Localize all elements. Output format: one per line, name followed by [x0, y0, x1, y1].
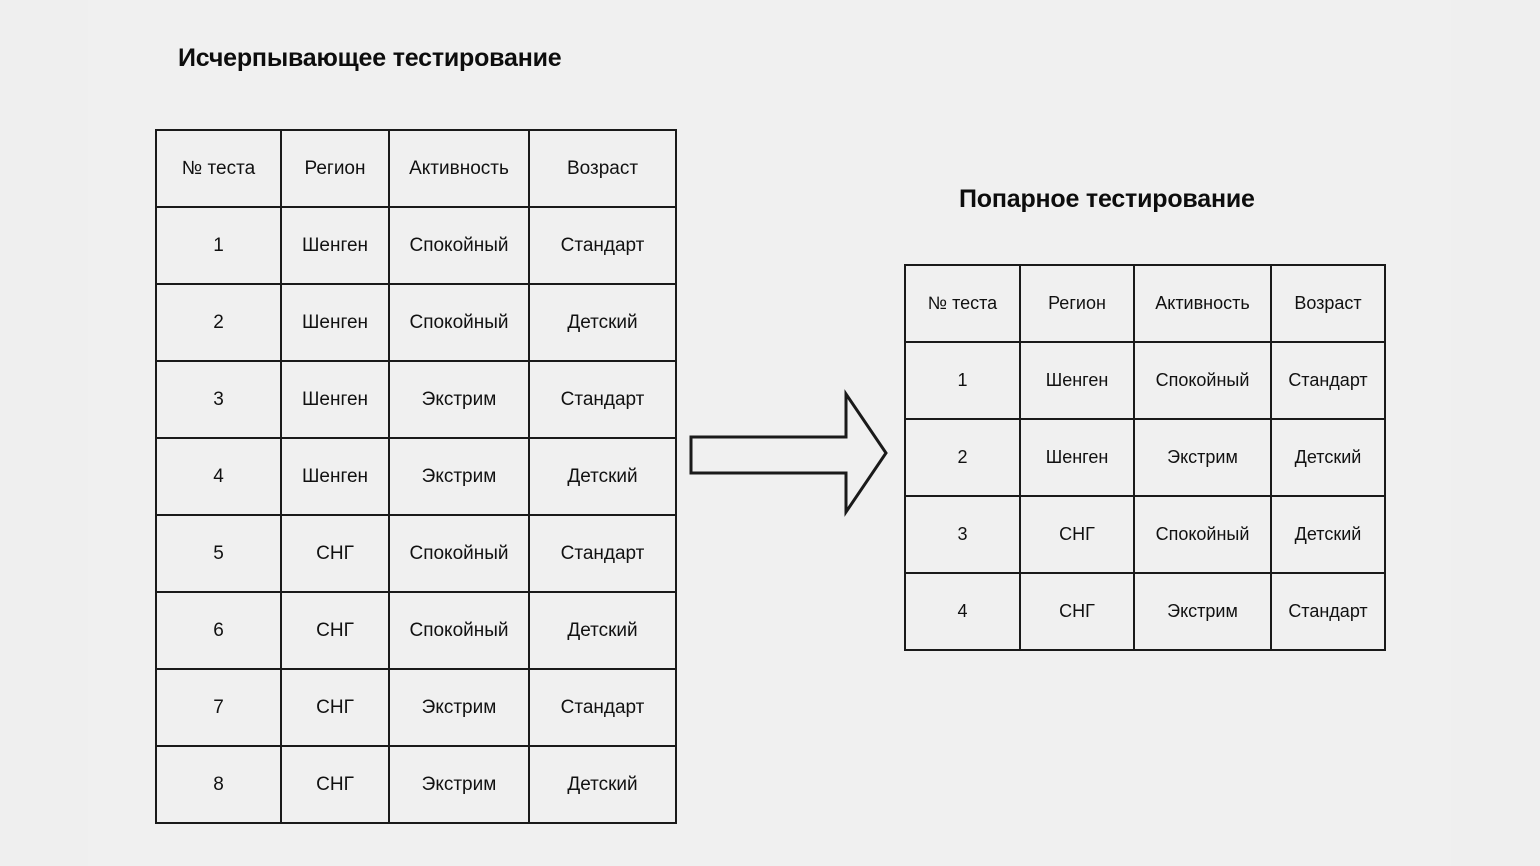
column-header-age: Возраст	[1270, 264, 1386, 343]
cell-age: Стандарт	[1270, 572, 1386, 651]
column-header-test-number: № теста	[155, 129, 282, 208]
cell-age: Стандарт	[528, 514, 677, 593]
cell-age: Стандарт	[528, 360, 677, 439]
cell-test-number: 7	[155, 668, 282, 747]
table-row: 4 Шенген Экстрим Детский	[155, 437, 677, 516]
table-row: 3 Шенген Экстрим Стандарт	[155, 360, 677, 439]
cell-test-number: 3	[155, 360, 282, 439]
table-row: 1 Шенген Спокойный Стандарт	[155, 206, 677, 285]
cell-test-number: 4	[904, 572, 1021, 651]
cell-test-number: 5	[155, 514, 282, 593]
cell-activity: Спокойный	[1133, 495, 1272, 574]
pairwise-testing-table: № теста Регион Активность Возраст 1 Шенг…	[904, 264, 1386, 651]
cell-test-number: 4	[155, 437, 282, 516]
cell-region: СНГ	[280, 745, 390, 824]
cell-activity: Спокойный	[388, 591, 530, 670]
cell-age: Детский	[528, 591, 677, 670]
cell-test-number: 1	[155, 206, 282, 285]
cell-region: СНГ	[280, 591, 390, 670]
pairwise-testing-title: Попарное тестирование	[959, 185, 1255, 213]
right-block-arrow-icon	[685, 386, 895, 520]
cell-age: Детский	[528, 745, 677, 824]
cell-age: Детский	[528, 437, 677, 516]
cell-age: Стандарт	[528, 668, 677, 747]
cell-region: СНГ	[1019, 495, 1135, 574]
cell-activity: Экстрим	[388, 668, 530, 747]
exhaustive-testing-title: Исчерпывающее тестирование	[178, 44, 562, 72]
cell-age: Детский	[528, 283, 677, 362]
cell-activity: Экстрим	[388, 745, 530, 824]
cell-activity: Спокойный	[1133, 341, 1272, 420]
cell-activity: Спокойный	[388, 206, 530, 285]
cell-region: СНГ	[280, 668, 390, 747]
table-row: 2 Шенген Спокойный Детский	[155, 283, 677, 362]
cell-region: Шенген	[1019, 341, 1135, 420]
table-row: 4 СНГ Экстрим Стандарт	[904, 572, 1386, 651]
table-header-row: № теста Регион Активность Возраст	[904, 264, 1386, 343]
cell-test-number: 2	[904, 418, 1021, 497]
cell-age: Стандарт	[1270, 341, 1386, 420]
exhaustive-testing-table: № теста Регион Активность Возраст 1 Шенг…	[155, 129, 677, 824]
cell-activity: Экстрим	[388, 360, 530, 439]
cell-activity: Спокойный	[388, 514, 530, 593]
cell-activity: Экстрим	[1133, 572, 1272, 651]
column-header-test-number: № теста	[904, 264, 1021, 343]
cell-test-number: 3	[904, 495, 1021, 574]
cell-region: Шенген	[1019, 418, 1135, 497]
cell-region: Шенген	[280, 360, 390, 439]
cell-test-number: 2	[155, 283, 282, 362]
cell-age: Стандарт	[528, 206, 677, 285]
cell-age: Детский	[1270, 495, 1386, 574]
cell-activity: Экстрим	[1133, 418, 1272, 497]
table-row: 6 СНГ Спокойный Детский	[155, 591, 677, 670]
cell-region: СНГ	[280, 514, 390, 593]
cell-age: Детский	[1270, 418, 1386, 497]
table-header-row: № теста Регион Активность Возраст	[155, 129, 677, 208]
cell-region: Шенген	[280, 437, 390, 516]
table-row: 5 СНГ Спокойный Стандарт	[155, 514, 677, 593]
cell-activity: Спокойный	[388, 283, 530, 362]
cell-region: Шенген	[280, 206, 390, 285]
table-row: 2 Шенген Экстрим Детский	[904, 418, 1386, 497]
column-header-age: Возраст	[528, 129, 677, 208]
cell-activity: Экстрим	[388, 437, 530, 516]
cell-region: Шенген	[280, 283, 390, 362]
column-header-region: Регион	[280, 129, 390, 208]
column-header-activity: Активность	[1133, 264, 1272, 343]
table-row: 1 Шенген Спокойный Стандарт	[904, 341, 1386, 420]
cell-test-number: 1	[904, 341, 1021, 420]
cell-region: СНГ	[1019, 572, 1135, 651]
cell-test-number: 8	[155, 745, 282, 824]
table-row: 3 СНГ Спокойный Детский	[904, 495, 1386, 574]
column-header-region: Регион	[1019, 264, 1135, 343]
table-row: 8 СНГ Экстрим Детский	[155, 745, 677, 824]
table-row: 7 СНГ Экстрим Стандарт	[155, 668, 677, 747]
cell-test-number: 6	[155, 591, 282, 670]
column-header-activity: Активность	[388, 129, 530, 208]
